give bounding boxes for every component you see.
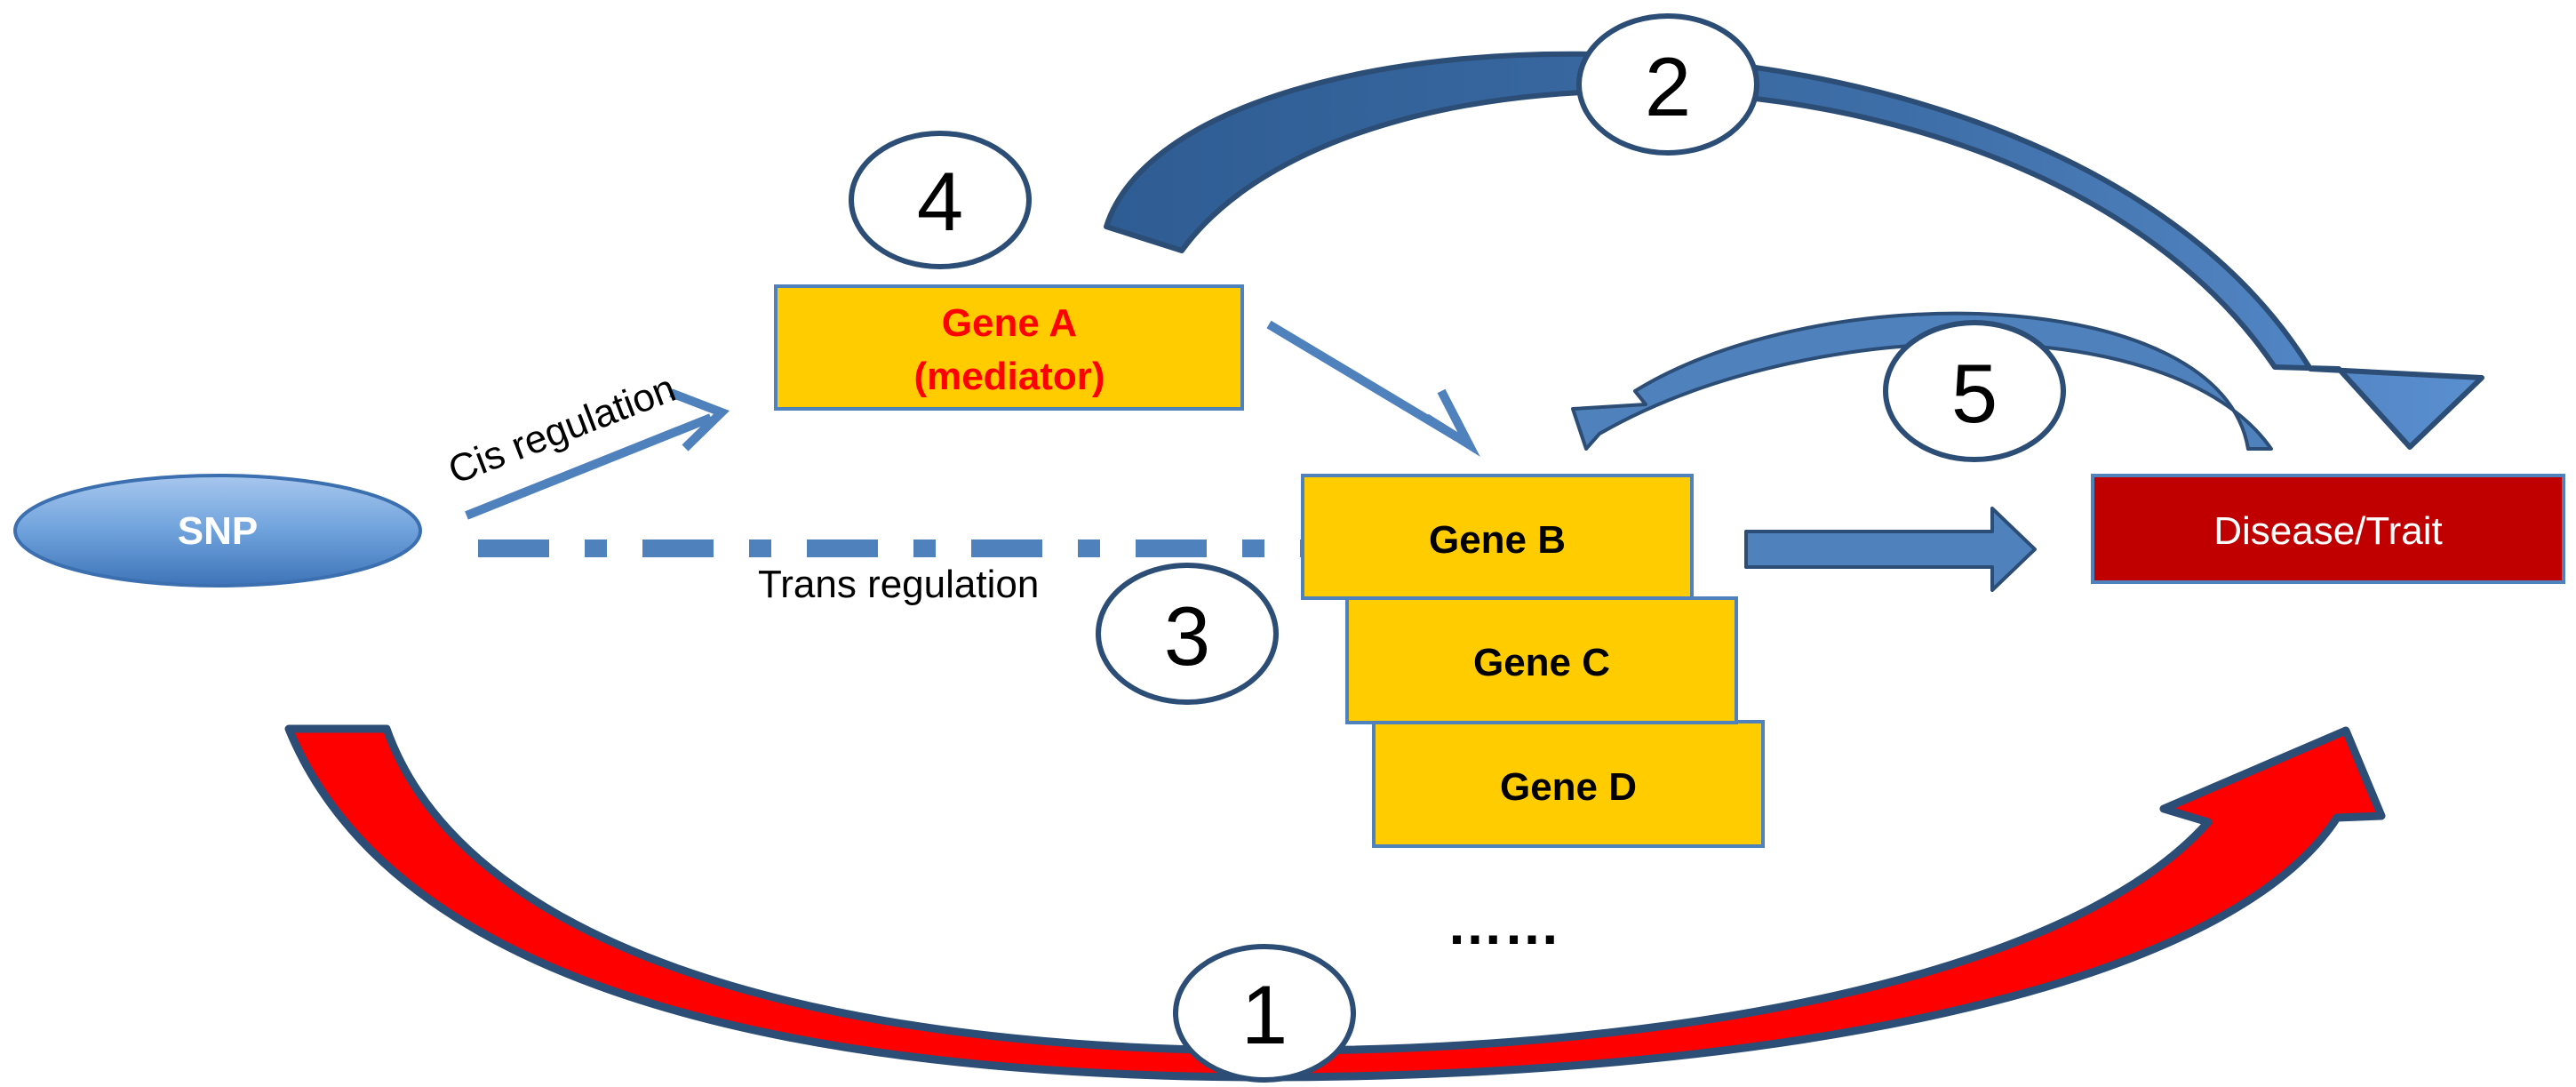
marker-3-circle bbox=[1096, 563, 1279, 705]
arrow-5-disease-to-geneb bbox=[1571, 311, 2273, 451]
marker-3-label: 3 bbox=[1164, 589, 1210, 683]
marker-1-label: 1 bbox=[1241, 968, 1288, 1061]
gene-a-mediator-label: (mediator) bbox=[913, 355, 1105, 398]
ellipsis-more-genes: …… bbox=[1447, 892, 1560, 956]
disease-trait-label: Disease/Trait bbox=[2213, 509, 2443, 553]
arrow-2-genea-to-disease bbox=[1104, 51, 2484, 450]
gene-a-label: Gene A bbox=[942, 301, 1077, 345]
gene-b-box bbox=[1301, 474, 1694, 600]
gene-c-label: Gene C bbox=[1473, 641, 1610, 684]
snp-node bbox=[13, 474, 422, 587]
marker-2-label: 2 bbox=[1645, 40, 1691, 133]
gene-d-box bbox=[1372, 720, 1765, 848]
marker-4-circle bbox=[849, 131, 1032, 269]
gene-c-box bbox=[1345, 596, 1738, 724]
marker-4-label: 4 bbox=[917, 155, 963, 248]
marker-1-circle bbox=[1173, 944, 1356, 1083]
cis-arrowhead bbox=[669, 388, 730, 452]
genes-to-disease-arrow bbox=[1744, 507, 2037, 592]
gene-b-label: Gene B bbox=[1429, 518, 1566, 562]
marker-5-circle bbox=[1883, 320, 2066, 462]
marker-2-circle bbox=[1576, 13, 1759, 156]
genea-to-geneb-arrowhead bbox=[1424, 388, 1480, 457]
trans-regulation-label: Trans regulation bbox=[758, 563, 1039, 606]
arrow-1-snp-to-disease bbox=[284, 724, 2386, 1082]
gene-a-box bbox=[774, 284, 1244, 411]
disease-trait-box bbox=[2091, 474, 2565, 584]
gene-d-label: Gene D bbox=[1500, 765, 1637, 809]
snp-label: SNP bbox=[178, 509, 258, 553]
cis-arrow bbox=[465, 413, 713, 520]
marker-5-label: 5 bbox=[1951, 347, 1998, 440]
